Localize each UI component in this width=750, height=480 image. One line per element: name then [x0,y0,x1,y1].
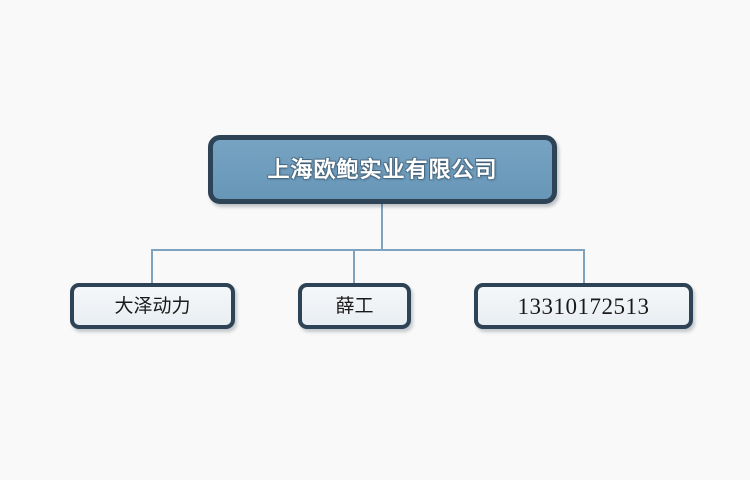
connector-drop-phone [583,249,585,284]
connector-drop-contact-person [353,249,355,284]
connector-root-stem [381,202,383,251]
connector-horizontal-bus [151,249,585,251]
org-node-company-label: 上海欧鲍实业有限公司 [267,156,498,182]
org-node-contact-person[interactable]: 薛工 [298,283,411,329]
org-node-phone[interactable]: 13310172513 [474,283,693,329]
org-node-phone-label: 13310172513 [517,293,650,319]
org-node-company[interactable]: 上海欧鲍实业有限公司 [208,135,557,204]
org-node-brand-label: 大泽动力 [114,295,191,317]
connector-drop-brand [151,249,153,284]
org-node-contact-person-label: 薛工 [335,295,374,317]
org-node-brand[interactable]: 大泽动力 [70,283,235,329]
